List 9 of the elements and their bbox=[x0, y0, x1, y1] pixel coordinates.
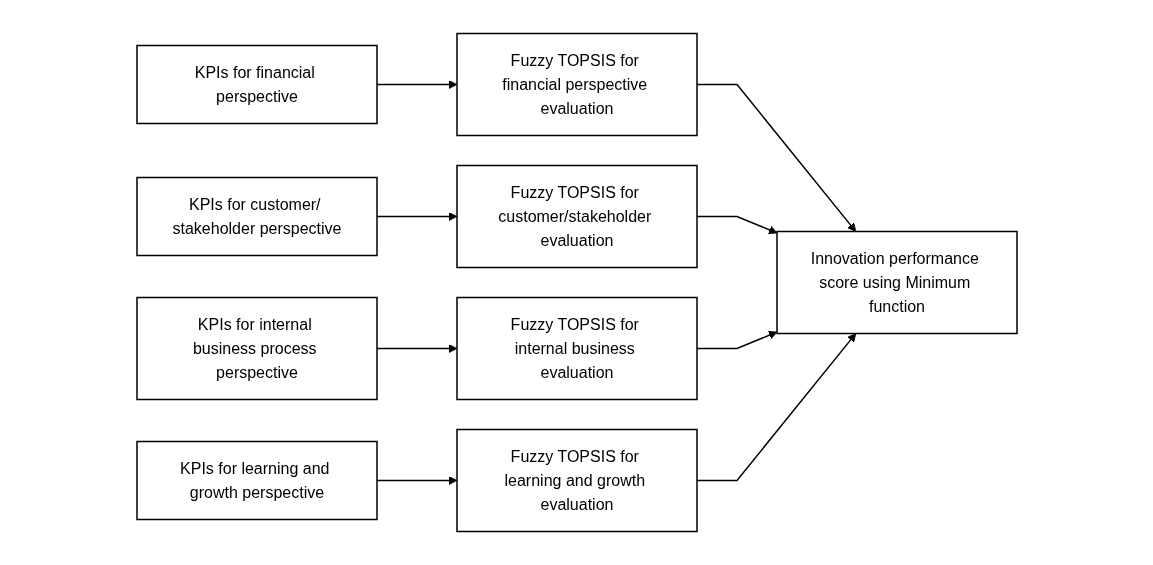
node-box: KPIs for internal business process perspective bbox=[135, 296, 378, 401]
node-box: Fuzzy TOPSIS for customer/stakeholder evaluation bbox=[455, 164, 698, 269]
node-box: KPIs for customer/ stakeholder perspective bbox=[135, 176, 378, 257]
node-box: KPIs for financial perspective bbox=[135, 44, 378, 125]
node-box: KPIs for learning and growth perspective bbox=[135, 440, 378, 521]
node-box: Fuzzy TOPSIS for internal business evaluation bbox=[455, 296, 698, 401]
node-box: Fuzzy TOPSIS for financial perspective evaluation bbox=[455, 32, 698, 137]
node-box: Innovation performance score using Minimum function bbox=[775, 230, 1018, 335]
node-box: Fuzzy TOPSIS for learning and growth evaluation bbox=[455, 428, 698, 533]
